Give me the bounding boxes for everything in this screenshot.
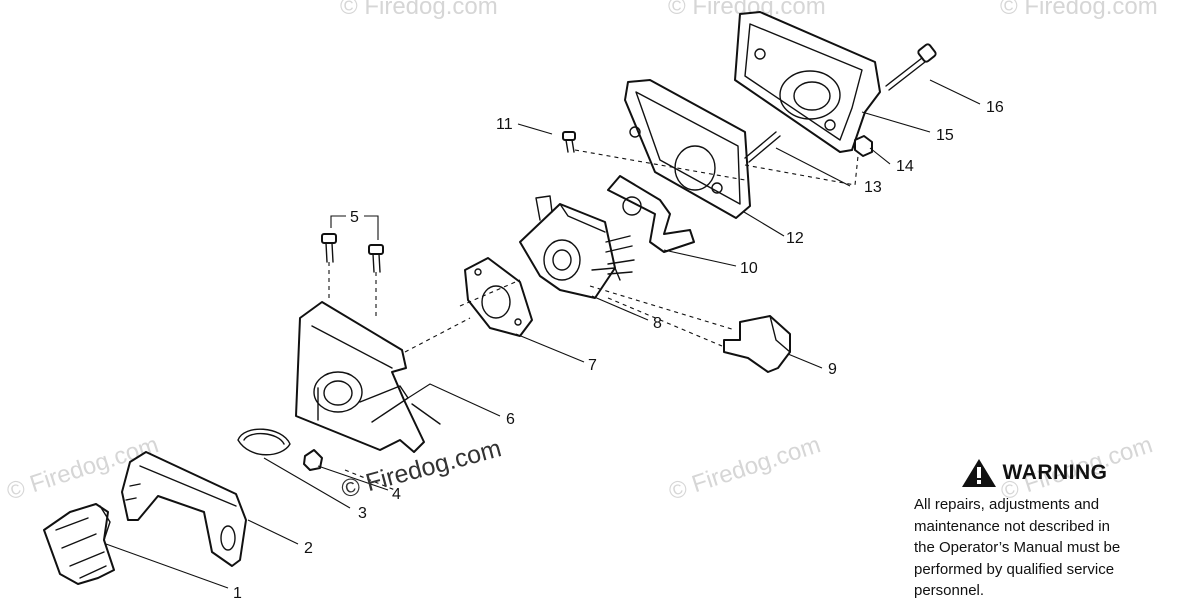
callout-6: 6 xyxy=(506,411,515,428)
callout-7: 7 xyxy=(588,357,597,374)
part-15-filter-cover xyxy=(734,11,881,153)
part-8-carburetor xyxy=(519,195,635,299)
callout-10: 10 xyxy=(740,260,758,277)
warning-line-3: the Operator’s Manual must be xyxy=(914,539,1121,556)
part-10-bracket xyxy=(607,175,695,253)
callout-12: 12 xyxy=(786,230,804,247)
callout-numbers: 1 2 3 4 5 6 7 8 9 10 11 12 13 14 15 16 xyxy=(233,99,1004,602)
callout-13: 13 xyxy=(864,179,882,196)
callout-14: 14 xyxy=(896,158,914,175)
part-9-block xyxy=(723,315,791,373)
watermark-top-2: © Firedog.com xyxy=(668,0,826,20)
alignment-lines xyxy=(328,149,859,491)
warning-line-4: performed by qualified service xyxy=(914,560,1115,578)
callout-8: 8 xyxy=(653,315,662,332)
callout-5: 5 xyxy=(350,209,359,226)
warning-title: WARNING xyxy=(1002,461,1108,484)
part-6-housing xyxy=(295,301,441,453)
part-7-gasket xyxy=(464,257,533,337)
callout-1: 1 xyxy=(233,585,242,602)
warning-notice: WARNING All repairs, adjustments and mai… xyxy=(914,458,1154,602)
callout-4: 4 xyxy=(392,486,401,503)
part-3-ring xyxy=(237,428,291,456)
part-4-nut xyxy=(303,449,323,471)
part-11-small-screw xyxy=(562,131,576,153)
callout-2: 2 xyxy=(304,540,313,557)
part-12-mounting-plate xyxy=(624,79,751,219)
warning-triangle-icon xyxy=(961,459,996,487)
part-14-nut xyxy=(854,135,873,157)
part-5-screws xyxy=(321,233,384,273)
watermark-top-1: © Firedog.com xyxy=(340,0,498,20)
part-16-long-screw xyxy=(885,43,937,91)
warning-body: All repairs, adjustments and maintenance… xyxy=(914,494,1154,602)
callout-11: 11 xyxy=(496,116,513,133)
warning-line-5: personnel. xyxy=(914,582,985,599)
leader-lines xyxy=(105,79,981,589)
warning-line-1: All repairs, adjustments and xyxy=(914,496,1100,513)
part-13-stud xyxy=(744,131,781,163)
callout-16: 16 xyxy=(986,99,1004,116)
warning-heading: WARNING xyxy=(914,458,1154,488)
callout-15: 15 xyxy=(936,127,954,144)
watermark-mid: © Firedog.com xyxy=(666,431,824,505)
watermark-top-3: © Firedog.com xyxy=(1000,0,1158,20)
part-1-boot xyxy=(43,503,115,585)
callout-3: 3 xyxy=(358,505,367,522)
warning-line-2: maintenance not described in xyxy=(914,517,1110,535)
callout-9: 9 xyxy=(828,361,837,378)
part-2-plate xyxy=(121,451,247,567)
